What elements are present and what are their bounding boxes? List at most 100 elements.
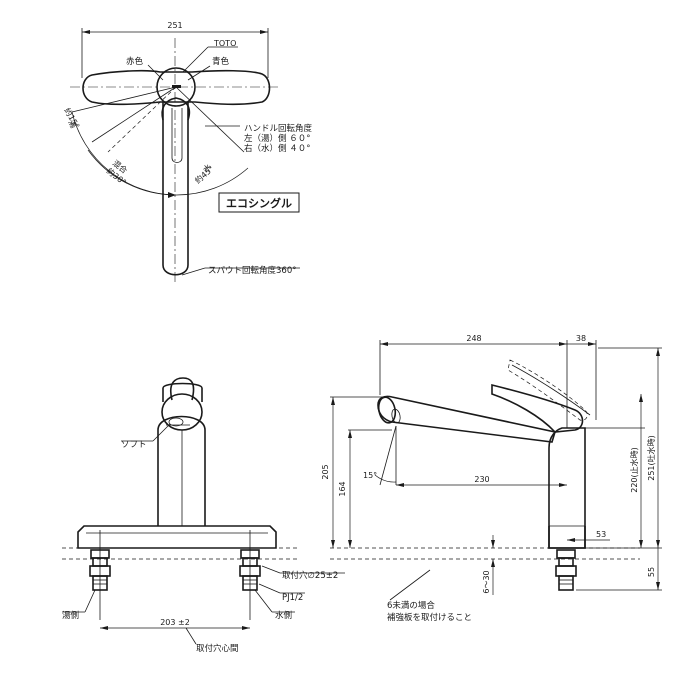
width-dim-label: 251 bbox=[167, 21, 182, 30]
angle-line bbox=[91, 86, 177, 143]
dim-220: 220(止水時) bbox=[629, 447, 639, 493]
eco-single-badge bbox=[218, 192, 300, 213]
arrowhead bbox=[260, 30, 268, 34]
blue-label: 青色 bbox=[212, 56, 230, 67]
pj-label: PJ1/2 bbox=[282, 593, 303, 603]
angle-line bbox=[175, 86, 245, 153]
hot-side-label: 湯側 bbox=[62, 610, 79, 621]
side-handle-open-edge bbox=[511, 364, 591, 416]
pitch-dim-label: 203 ±2 bbox=[160, 618, 190, 627]
handle-hub bbox=[156, 67, 196, 107]
arrowhead bbox=[567, 538, 575, 542]
handle-angle-left: 左（湯）側 ６０° bbox=[244, 133, 310, 144]
dim-248: 248 bbox=[466, 334, 481, 343]
front-view: ソフト 取付穴∅25±2 PJ1/2 bbox=[62, 377, 345, 654]
leader-line bbox=[152, 423, 171, 442]
arrowhead bbox=[348, 430, 352, 438]
note-line-2: 補強板を取付けること bbox=[387, 612, 472, 623]
hub-indicator bbox=[172, 85, 181, 88]
side-body bbox=[548, 427, 586, 549]
soft-label: ソフト bbox=[121, 440, 147, 450]
angle-line bbox=[107, 86, 177, 153]
leader-line bbox=[182, 46, 209, 73]
eco-single-label: エコシングル bbox=[226, 196, 292, 210]
spout-rotation-label: スパウト回転角度360° bbox=[208, 265, 296, 276]
leader-line bbox=[254, 589, 273, 613]
side-handle-open bbox=[507, 359, 588, 421]
side-handle-closed bbox=[491, 383, 584, 433]
arrowhead bbox=[168, 192, 176, 198]
arrowhead bbox=[559, 342, 567, 346]
red-label: 赤色 bbox=[126, 56, 144, 67]
side-spout bbox=[377, 395, 557, 443]
aerator-soft bbox=[168, 417, 184, 427]
side-base bbox=[548, 526, 586, 549]
arrowhead bbox=[100, 626, 108, 630]
dim-38: 38 bbox=[576, 334, 586, 343]
arrowhead bbox=[82, 30, 90, 34]
arrowhead bbox=[559, 483, 567, 487]
note-line-1: 6未満の場合 bbox=[387, 600, 435, 611]
hole-pitch-label: 取付穴心間 bbox=[196, 643, 239, 654]
handle-knob bbox=[169, 377, 195, 401]
leader-line bbox=[181, 267, 206, 276]
dim-6-30: 6～30 bbox=[482, 570, 491, 593]
handle-head bbox=[162, 382, 203, 402]
leader-line bbox=[185, 627, 197, 645]
leader-line bbox=[389, 569, 431, 601]
left-connector bbox=[89, 530, 111, 620]
dim-205: 205 bbox=[321, 464, 330, 479]
top-view: 251 TOTO 赤色 青色 湯 約15° 混合 約3 bbox=[62, 21, 313, 285]
spout-end bbox=[161, 393, 203, 431]
arrowhead bbox=[639, 394, 643, 402]
body-column bbox=[157, 415, 206, 526]
spout-neck bbox=[161, 97, 191, 121]
spout-inner-slot bbox=[171, 108, 183, 163]
dim-15deg: 15° bbox=[363, 471, 377, 480]
arrowhead bbox=[331, 540, 335, 548]
hot-label: 湯 bbox=[66, 118, 79, 130]
dim-251: 251(吐水時) bbox=[646, 435, 656, 481]
brand-label: TOTO bbox=[213, 39, 236, 48]
hot-angle: 約15° bbox=[62, 106, 82, 130]
dim-230: 230 bbox=[474, 475, 489, 484]
side-view: 248 38 205 164 15° 230 53 bbox=[321, 334, 662, 623]
connector-thread bbox=[558, 575, 574, 591]
dim-53: 53 bbox=[596, 530, 606, 539]
base-plate bbox=[77, 525, 277, 549]
angle-line bbox=[71, 86, 177, 113]
water-side-label: 水側 bbox=[275, 610, 292, 621]
spout-outlet bbox=[377, 396, 397, 424]
leader-line bbox=[261, 565, 281, 574]
right-connector bbox=[239, 530, 261, 620]
arrowhead bbox=[331, 397, 335, 405]
connector-nut bbox=[555, 565, 577, 577]
leader-line bbox=[187, 65, 211, 81]
arrowhead bbox=[348, 540, 352, 548]
arrowhead bbox=[656, 348, 660, 356]
arrowhead bbox=[491, 559, 495, 567]
leader-line bbox=[84, 589, 96, 613]
handle-angle-title: ハンドル回転角度 bbox=[244, 123, 313, 134]
angle-arc bbox=[87, 149, 177, 196]
handle-lever bbox=[82, 69, 271, 106]
side-connector bbox=[555, 549, 577, 591]
arrowhead bbox=[396, 483, 404, 487]
leader-line bbox=[258, 583, 281, 594]
arrowhead bbox=[639, 540, 643, 548]
handle-angle-right: 右（水）側 ４０° bbox=[244, 143, 310, 154]
dim-164: 164 bbox=[338, 481, 347, 496]
arrowhead bbox=[656, 582, 660, 590]
arrowhead bbox=[380, 342, 388, 346]
angle-arc bbox=[175, 167, 249, 196]
arrowhead bbox=[491, 540, 495, 548]
dim-55: 55 bbox=[647, 567, 656, 577]
arrowhead bbox=[656, 540, 660, 548]
mounting-hole-label: 取付穴∅25±2 bbox=[282, 570, 338, 581]
spout-body-top bbox=[162, 102, 189, 276]
arrowhead bbox=[242, 626, 250, 630]
arrowhead bbox=[588, 342, 596, 346]
connector-nut bbox=[556, 549, 576, 559]
